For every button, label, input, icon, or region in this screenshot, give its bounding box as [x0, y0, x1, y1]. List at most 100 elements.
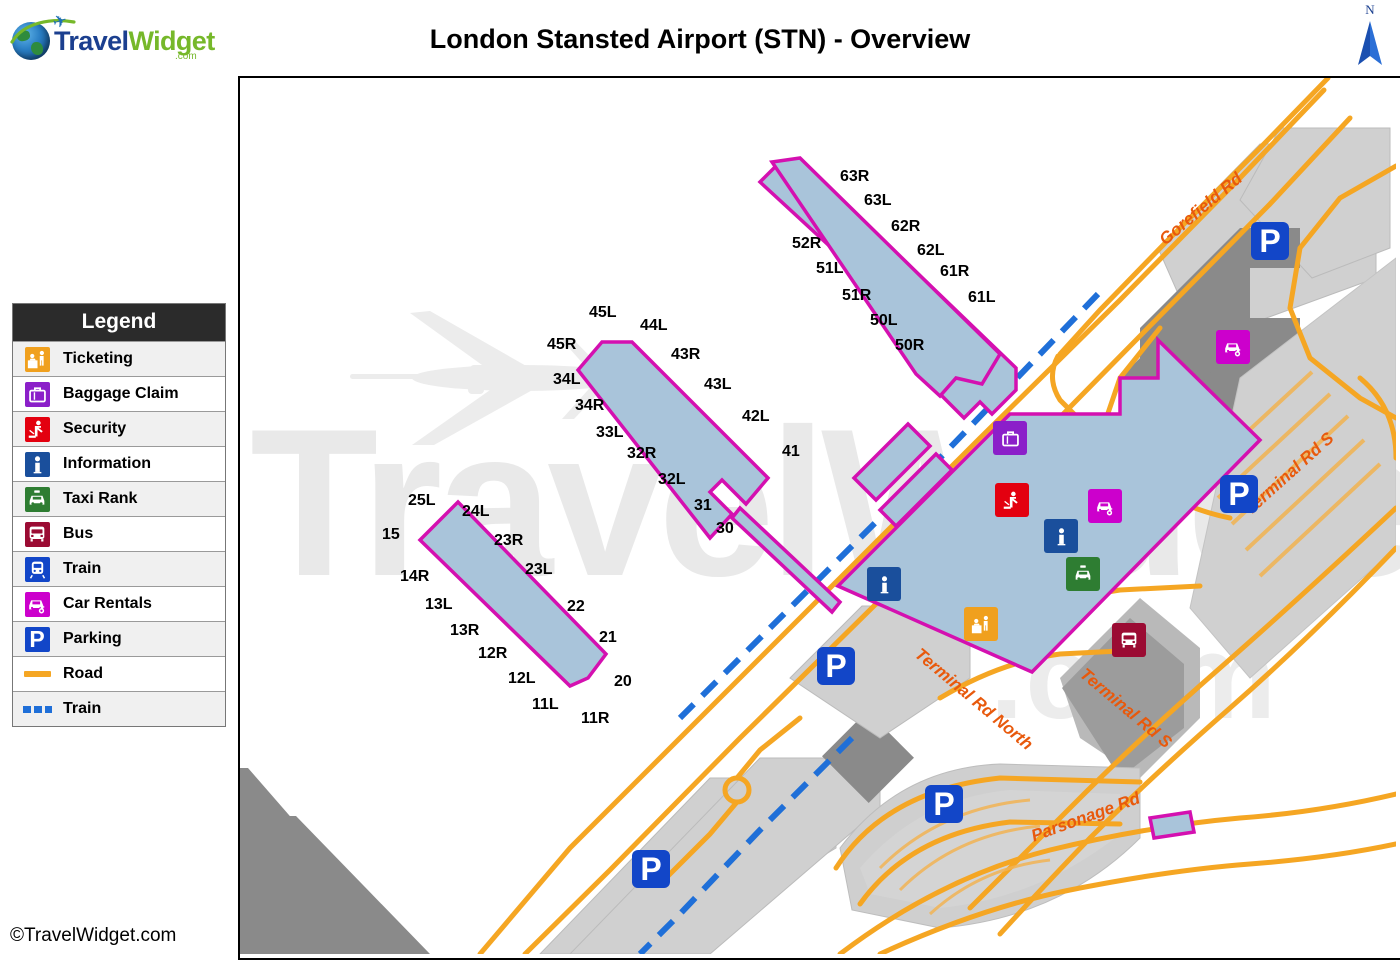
legend-row-parking: P Parking	[13, 621, 225, 656]
globe-icon	[12, 22, 50, 60]
legend-row-train: Train	[13, 551, 225, 586]
page-title: London Stansted Airport (STN) - Overview	[429, 24, 971, 54]
north-arrow: N	[1350, 2, 1390, 72]
brand-name: TravelWidget	[54, 26, 215, 57]
baggage-icon	[19, 381, 55, 407]
baggage-icon[interactable]	[993, 421, 1027, 455]
terminal-layer	[417, 156, 1263, 840]
legend-row-train: Train	[13, 691, 225, 726]
taxi-icon	[24, 486, 50, 512]
legend-row-bus: Bus	[13, 516, 225, 551]
gate-label-63L: 63L	[864, 192, 892, 209]
legend-row-road: Road	[13, 656, 225, 691]
taxi-icon[interactable]	[1066, 557, 1100, 591]
parking-icon: P	[24, 626, 50, 652]
information-icon	[24, 451, 50, 477]
parking-icon[interactable]: P	[1251, 222, 1289, 260]
road-line-icon	[19, 671, 55, 677]
gate-label-32R: 32R	[627, 445, 657, 462]
brand-dotcom: .com	[175, 51, 197, 62]
map-canvas: TravelWidget .com	[240, 78, 1400, 954]
gate-label-62R: 62R	[891, 218, 921, 235]
gate-label-23R: 23R	[494, 532, 524, 549]
security-icon[interactable]	[995, 483, 1029, 517]
gate-label-11R: 11R	[581, 710, 610, 727]
gate-label-12L: 12L	[508, 670, 536, 687]
gate-label-24L: 24L	[462, 503, 490, 520]
legend-label: Train	[63, 560, 102, 577]
parking-icon[interactable]: P	[817, 647, 855, 685]
bus-icon	[19, 521, 55, 547]
car-rental-icon	[24, 591, 50, 617]
car-rental-icon[interactable]	[1216, 330, 1250, 364]
brand-name-part1: Travel	[54, 26, 129, 56]
gate-label-13L: 13L	[425, 596, 453, 613]
legend-label: Train	[63, 700, 102, 717]
security-icon	[19, 416, 55, 442]
gate-label-61L: 61L	[968, 289, 996, 306]
brand-logo[interactable]: ✈ TravelWidget .com	[8, 10, 218, 62]
train-line-icon	[22, 705, 52, 713]
parking-icon: P	[19, 626, 55, 652]
copyright-notice: ©TravelWidget.com	[10, 925, 177, 946]
information-icon	[19, 451, 55, 477]
legend-row-taxi-rank: Taxi Rank	[13, 481, 225, 516]
airport-map[interactable]: TravelWidget .com	[238, 76, 1400, 960]
legend-label: Taxi Rank	[63, 490, 138, 507]
car-rental-icon	[19, 591, 55, 617]
ticketing-icon	[24, 346, 50, 372]
gate-label-34R: 34R	[575, 397, 605, 414]
parking-icon[interactable]: P	[925, 785, 963, 823]
gate-label-12R: 12R	[478, 645, 508, 662]
taxi-icon	[19, 486, 55, 512]
legend-title: Legend	[13, 304, 225, 341]
gate-label-43L: 43L	[704, 376, 732, 393]
ticketing-icon[interactable]	[964, 607, 998, 641]
legend-label: Parking	[63, 630, 122, 647]
legend-label: Car Rentals	[63, 595, 152, 612]
north-label: N	[1365, 2, 1375, 17]
gate-label-22: 22	[567, 598, 585, 615]
legend-row-car-rentals: Car Rentals	[13, 586, 225, 621]
car-rental-icon[interactable]	[1088, 489, 1122, 523]
legend-label: Road	[63, 665, 103, 682]
gate-label-11L: 11L	[532, 696, 559, 713]
north-arrow-icon	[1358, 21, 1382, 65]
gate-label-50R: 50R	[895, 337, 925, 354]
legend-row-security: Security	[13, 411, 225, 446]
train-line-icon	[19, 705, 55, 713]
gate-label-14R: 14R	[400, 568, 430, 585]
baggage-icon	[24, 381, 50, 407]
gate-label-52R: 52R	[792, 235, 822, 252]
legend-label: Security	[63, 420, 127, 437]
security-icon	[24, 416, 50, 442]
gate-label-63R: 63R	[840, 168, 870, 185]
gate-label-51L: 51L	[816, 260, 844, 277]
train-icon	[24, 556, 50, 582]
parking-icon[interactable]: P	[1220, 475, 1258, 513]
parking-icon[interactable]: P	[632, 850, 670, 888]
information-icon[interactable]	[1044, 519, 1078, 553]
gate-label-20: 20	[614, 673, 632, 690]
map-geometry	[240, 78, 1396, 954]
legend-row-baggage-claim: Baggage Claim	[13, 376, 225, 411]
gate-label-34L: 34L	[553, 371, 581, 388]
gate-label-44L: 44L	[640, 317, 668, 334]
train-icon	[19, 556, 55, 582]
gate-label-23L: 23L	[525, 561, 553, 578]
road-line-icon	[23, 671, 51, 677]
legend-label: Ticketing	[63, 350, 133, 367]
bus-icon[interactable]	[1112, 623, 1146, 657]
gate-label-32L: 32L	[658, 471, 686, 488]
gate-label-25L: 25L	[408, 492, 436, 509]
bus-icon	[24, 521, 50, 547]
legend-label: Baggage Claim	[63, 385, 179, 402]
information-icon[interactable]	[867, 567, 901, 601]
ticketing-icon	[19, 346, 55, 372]
rail-layer	[637, 291, 1101, 954]
gate-label-62L: 62L	[917, 242, 945, 259]
swoosh-decoration	[10, 19, 76, 44]
gate-label-45L: 45L	[589, 304, 617, 321]
